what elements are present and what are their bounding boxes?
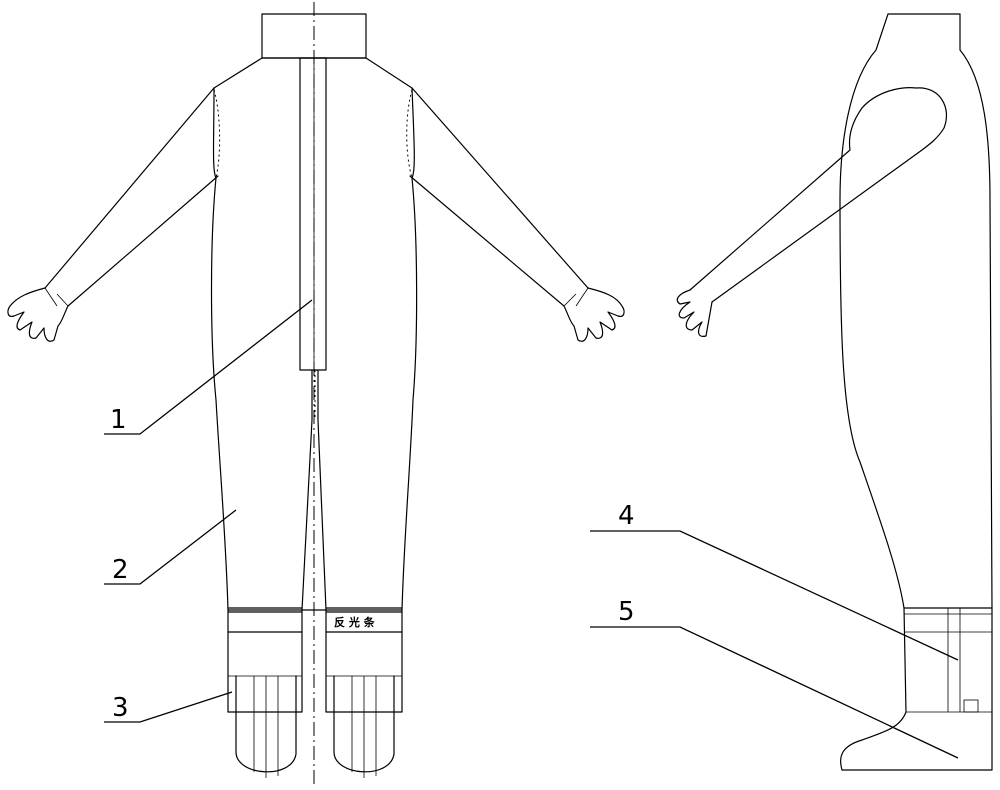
side-arm	[690, 88, 946, 302]
left-shoulder-seam	[214, 90, 220, 178]
inner-leg-right	[318, 370, 326, 610]
front-view: 反 光 条 1 2 3	[8, 2, 624, 788]
callout-5: 5	[590, 597, 958, 758]
right-boot	[326, 610, 402, 778]
inner-leg-left	[302, 370, 312, 610]
callout-1-number: 1	[110, 405, 127, 435]
right-glove	[564, 288, 624, 341]
left-sleeve	[45, 88, 218, 306]
side-view: 4 5	[590, 14, 992, 770]
reflective-strip-label: 反 光 条	[334, 615, 376, 629]
callout-2-number: 2	[112, 555, 129, 585]
callout-4-number: 4	[618, 501, 635, 531]
callout-3: 3	[104, 692, 232, 723]
zipper-strip	[300, 58, 326, 370]
side-boot	[841, 608, 992, 770]
side-glove	[677, 290, 712, 336]
right-shoulder-seam	[407, 90, 412, 178]
right-sleeve	[410, 88, 588, 306]
left-boot	[228, 610, 302, 778]
callout-1: 1	[104, 300, 312, 435]
side-body	[840, 14, 992, 608]
left-glove	[8, 288, 68, 341]
callout-3-number: 3	[112, 693, 129, 723]
callout-5-number: 5	[618, 597, 635, 627]
callout-4: 4	[590, 501, 958, 660]
callout-2: 2	[104, 510, 236, 585]
reflective-strip-band: 反 光 条	[228, 608, 402, 632]
